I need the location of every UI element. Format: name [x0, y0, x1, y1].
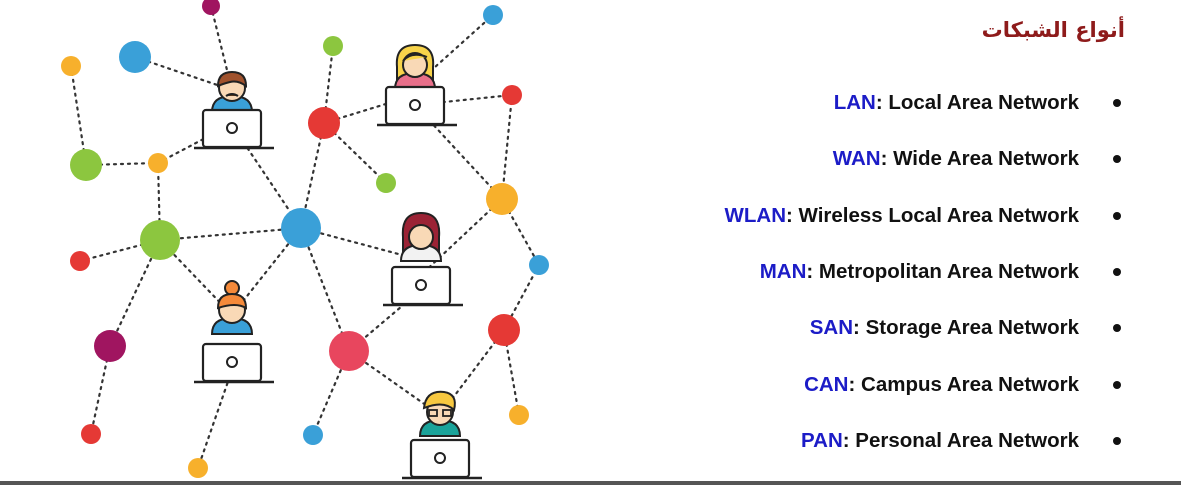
network-abbreviation: WLAN [724, 203, 786, 227]
person-icon [194, 280, 274, 384]
network-abbreviation: PAN [801, 428, 843, 452]
network-types-list: LAN : Local Area Network WAN : Wide Area… [725, 75, 1121, 469]
list-item: MAN : Metropolitan Area Network [725, 244, 1121, 300]
list-item: CAN : Campus Area Network [725, 356, 1121, 412]
network-description: : Wireless Local Area Network [786, 203, 1079, 227]
bullet-icon [1113, 324, 1121, 333]
list-item: SAN : Storage Area Network [725, 300, 1121, 356]
person-icon [383, 211, 463, 307]
laptop-icon [402, 438, 482, 480]
network-nodes [61, 0, 549, 478]
list-item: WLAN : Wireless Local Area Network [725, 188, 1121, 244]
laptop-icon [194, 108, 274, 150]
person-icon [402, 390, 482, 480]
network-abbreviation: MAN [759, 260, 807, 284]
list-item: LAN : Local Area Network [725, 75, 1121, 131]
bullet-icon [1113, 436, 1121, 445]
list-item: PAN : Personal Area Network [725, 413, 1121, 469]
network-illustration [61, 0, 549, 480]
person-icon [194, 70, 274, 150]
network-abbreviation: LAN [833, 91, 876, 115]
slide-title: أنواع الشبكات [981, 18, 1125, 42]
bottom-divider [0, 481, 1181, 485]
bullet-icon [1113, 211, 1121, 220]
network-description: : Personal Area Network [842, 428, 1079, 452]
laptop-icon [383, 265, 463, 307]
network-description: : Campus Area Network [848, 372, 1080, 396]
bullet-icon [1113, 99, 1121, 108]
network-abbreviation: SAN [809, 316, 854, 340]
bullet-icon [1113, 380, 1121, 389]
bullet-icon [1113, 155, 1121, 164]
network-description: : Storage Area Network [853, 316, 1079, 340]
laptop-icon [377, 85, 457, 127]
bullet-icon [1113, 268, 1121, 277]
laptop-icon [194, 342, 274, 384]
network-abbreviation: WAN [832, 147, 881, 171]
network-abbreviation: CAN [804, 372, 849, 396]
list-item: WAN : Wide Area Network [725, 131, 1121, 187]
network-description: : Wide Area Network [880, 147, 1079, 171]
network-description: : Metropolitan Area Network [806, 260, 1079, 284]
network-description: : Local Area Network [875, 91, 1079, 115]
person-icon [377, 43, 457, 127]
